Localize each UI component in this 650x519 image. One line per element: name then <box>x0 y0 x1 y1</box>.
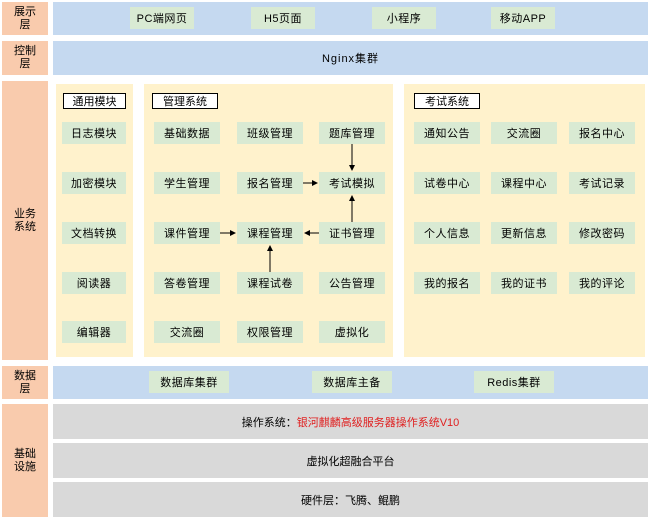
mgmt-item-community: 交流圈 <box>154 321 220 343</box>
mgmt-item-course-paper: 课程试卷 <box>237 272 303 294</box>
layer-label-control: 控制 层 <box>2 41 48 75</box>
exam-item-change-password: 修改密码 <box>569 222 635 244</box>
exam-item-paper-center: 试卷中心 <box>414 172 480 194</box>
exam-item-my-certificate: 我的证书 <box>491 272 557 294</box>
exam-item-my-registration: 我的报名 <box>414 272 480 294</box>
layer-label-business: 业务 系统 <box>2 81 48 360</box>
exam-item-notice: 通知公告 <box>414 122 480 144</box>
data-item-db-primary-standby: 数据库主备 <box>312 371 392 393</box>
general-module-title: 通用模块 <box>63 93 126 109</box>
layer-label-presentation: 展示 层 <box>2 2 48 35</box>
mgmt-item-announcement: 公告管理 <box>319 272 385 294</box>
infra-virtualization-row: 虚拟化超融合平台 <box>53 443 648 478</box>
layer-label-data: 数据 层 <box>2 366 48 399</box>
mgmt-item-courseware: 课件管理 <box>154 222 220 244</box>
mgmt-item-class: 班级管理 <box>237 122 303 144</box>
mgmt-item-permission: 权限管理 <box>237 321 303 343</box>
mgmt-item-course: 课程管理 <box>237 222 303 244</box>
mgmt-item-basic-data: 基础数据 <box>154 122 220 144</box>
data-item-db-cluster: 数据库集群 <box>149 371 229 393</box>
presentation-item-h5: H5页面 <box>251 7 315 29</box>
mgmt-item-exam-simulation: 考试模拟 <box>319 172 385 194</box>
infra-os-label: 操作系统： <box>241 416 297 429</box>
mgmt-item-certificate: 证书管理 <box>319 222 385 244</box>
general-item-encrypt: 加密模块 <box>62 172 126 194</box>
exam-item-personal-info: 个人信息 <box>414 222 480 244</box>
exam-item-my-comments: 我的评论 <box>569 272 635 294</box>
management-system-title: 管理系统 <box>152 93 218 109</box>
control-band: Nginx集群 <box>53 41 648 75</box>
exam-system-title: 考试系统 <box>414 93 480 109</box>
mgmt-item-virtualization: 虚拟化 <box>319 321 385 343</box>
infra-hardware-row: 硬件层：飞腾、鲲鹏 <box>53 482 648 517</box>
general-item-log: 日志模块 <box>62 122 126 144</box>
data-item-redis-cluster: Redis集群 <box>474 371 554 393</box>
mgmt-item-question-bank: 题库管理 <box>319 122 385 144</box>
mgmt-item-answer-sheet: 答卷管理 <box>154 272 220 294</box>
general-item-reader: 阅读器 <box>62 272 126 294</box>
presentation-item-miniprogram: 小程序 <box>372 7 436 29</box>
control-text: Nginx集群 <box>321 53 380 65</box>
mgmt-item-student: 学生管理 <box>154 172 220 194</box>
infra-os-value: 银河麒麟高级服务器操作系统V10 <box>296 416 460 429</box>
general-item-editor: 编辑器 <box>62 321 126 343</box>
layer-label-infra: 基础 设施 <box>2 404 48 517</box>
exam-item-course-center: 课程中心 <box>491 172 557 194</box>
presentation-item-pc-web: PC端网页 <box>130 7 194 29</box>
presentation-item-mobile-app: 移动APP <box>491 7 555 29</box>
general-item-doc-convert: 文档转换 <box>62 222 126 244</box>
exam-item-registration-center: 报名中心 <box>569 122 635 144</box>
mgmt-item-registration: 报名管理 <box>237 172 303 194</box>
exam-item-exam-record: 考试记录 <box>569 172 635 194</box>
infra-os-row: 操作系统： 银河麒麟高级服务器操作系统V10 <box>53 404 648 439</box>
exam-item-update-info: 更新信息 <box>491 222 557 244</box>
exam-item-community: 交流圈 <box>491 122 557 144</box>
